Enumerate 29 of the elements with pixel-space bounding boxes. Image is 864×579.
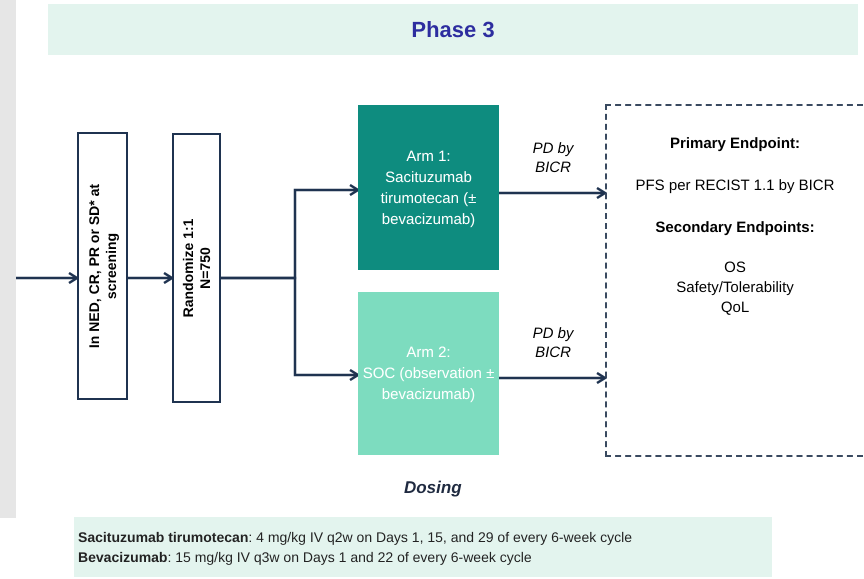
box-label: Randomize 1:1 N=750 <box>180 218 214 320</box>
node-caption: Dosing <box>404 477 462 499</box>
arrow <box>221 276 360 382</box>
endpoint-item: Safety/Tolerability <box>676 278 794 298</box>
process-box <box>172 133 221 403</box>
arm-label: SOC (observation ± bevacizumab) <box>362 364 495 405</box>
endpoint-item: OS <box>724 258 746 278</box>
endpoint-item: QoL <box>720 298 750 318</box>
phase-banner <box>48 4 858 55</box>
endpoint-box <box>605 104 863 457</box>
dosing-note: Bevacizumab: 15 mg/kg IV q3w on Days 1 and 22 of every 6-week cycle <box>78 548 533 567</box>
arrow <box>16 272 78 284</box>
endpoint-heading: Secondary Endpoints: <box>655 218 815 238</box>
side-panel <box>0 0 16 518</box>
box-label: In NED, CR, PR or SD* at screening <box>86 182 120 350</box>
endpoint-item: PFS per RECIST 1.1 by BICR <box>636 176 834 196</box>
phase-title: Phase 3 <box>411 16 495 44</box>
arm-box <box>358 105 499 270</box>
arrow <box>499 186 606 200</box>
arrow <box>499 372 606 384</box>
arm-box <box>358 292 499 455</box>
dosing-panel <box>74 517 772 577</box>
arm-heading: Arm 2: <box>406 343 451 363</box>
dosing-note: Sacituzumab tirumotecan: 4 mg/kg IV q2w on Days 1, 15, and 29 of every 6-week cycle <box>78 528 634 547</box>
process-box <box>77 132 128 400</box>
arrow <box>128 272 174 284</box>
arm-heading: Arm 1: <box>406 146 451 166</box>
arm-label: Sacituzumab tirumotecan (± bevacizumab) <box>380 168 478 230</box>
endpoint-heading: Primary Endpoint: <box>670 134 800 154</box>
